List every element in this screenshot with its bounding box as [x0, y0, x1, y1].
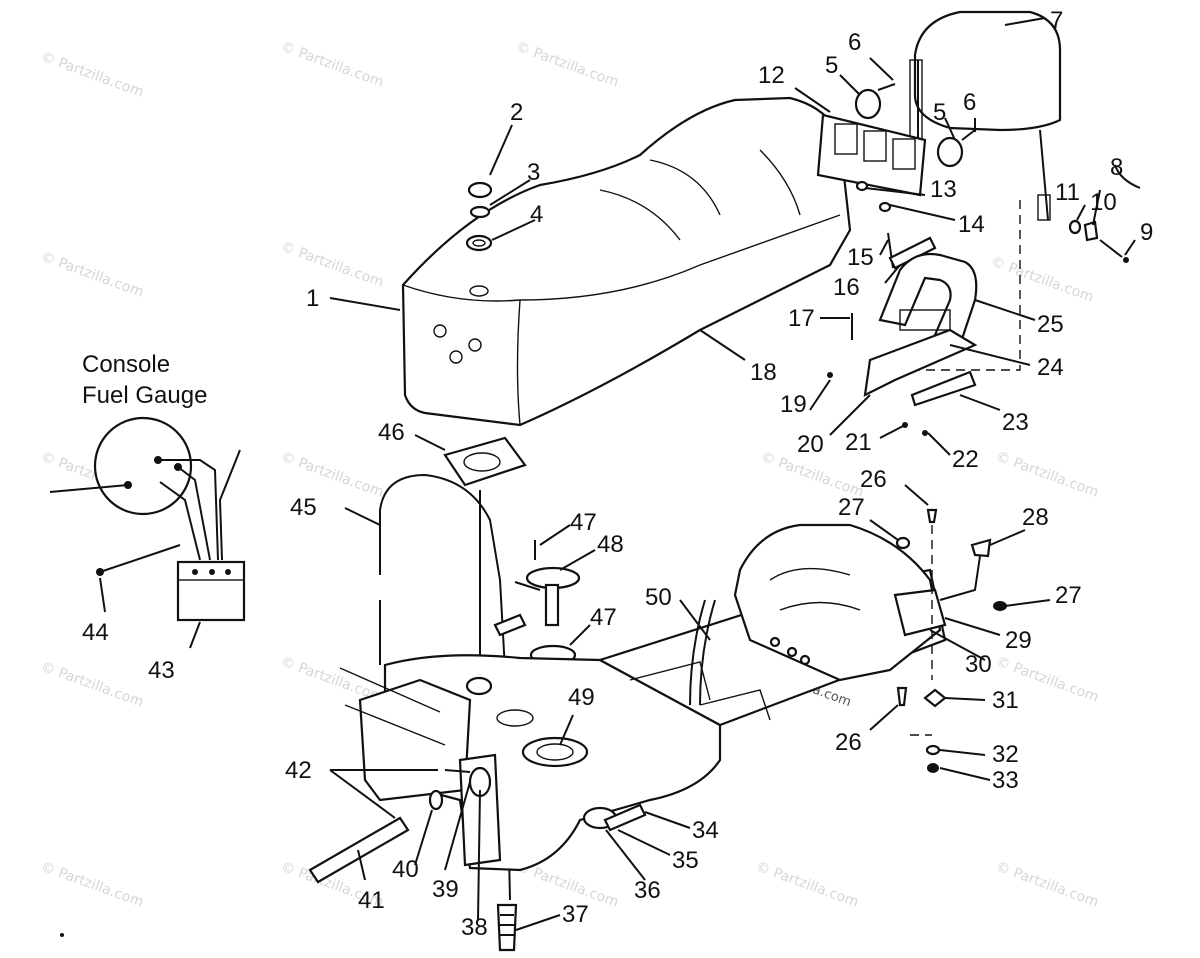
fuel-cap-parts: [465, 181, 493, 252]
callout-47b: 47: [590, 604, 617, 631]
callout-35: 35: [672, 847, 699, 874]
watermark: © Partzilla.com: [39, 659, 146, 711]
callout-14: 14: [958, 211, 985, 238]
tank-gasket: [443, 436, 527, 487]
watermark: © Partzilla.com: [279, 39, 386, 91]
callout-49: 49: [568, 684, 595, 711]
callout-43: 43: [148, 657, 175, 684]
callout-34: 34: [692, 817, 719, 844]
callout-2: 2: [510, 99, 523, 126]
callout-7: 7: [1050, 7, 1063, 34]
callout-10: 10: [1090, 189, 1117, 216]
callout-46: 46: [378, 419, 405, 446]
callout-6a: 6: [848, 29, 861, 56]
fuel-sender: [493, 540, 581, 666]
callout-29: 29: [1005, 627, 1032, 654]
callout-37: 37: [562, 901, 589, 928]
callout-9: 9: [1140, 219, 1153, 246]
callout-30: 30: [965, 651, 992, 678]
callout-16: 16: [833, 274, 860, 301]
grab-handle-bracket: [827, 252, 978, 436]
mounting-plate: [816, 83, 976, 197]
callout-27a: 27: [838, 494, 865, 521]
backrest: [909, 10, 1062, 221]
callout-12: 12: [758, 62, 785, 89]
callout-28: 28: [1022, 504, 1049, 531]
callout-1: 1: [306, 285, 319, 312]
watermark: © Partzilla.com: [39, 859, 146, 911]
caption-line-2: Fuel Gauge: [82, 382, 207, 409]
callout-19: 19: [780, 391, 807, 418]
callout-8: 8: [1110, 154, 1123, 181]
watermark: © Partzilla.com: [994, 859, 1101, 911]
callout-40: 40: [392, 856, 419, 883]
callout-25: 25: [1037, 311, 1064, 338]
callout-4: 4: [530, 201, 543, 228]
callout-31: 31: [992, 687, 1019, 714]
callout-42: 42: [285, 757, 312, 784]
hardware-parts: [851, 180, 1129, 371]
callout-18: 18: [750, 359, 777, 386]
callout-26a: 26: [860, 466, 887, 493]
callout-5a: 5: [825, 52, 838, 79]
callout-38: 38: [461, 914, 488, 941]
callout-36: 36: [634, 877, 661, 904]
seat-assembly: [401, 96, 852, 427]
callout-44: 44: [82, 619, 109, 646]
callout-39: 39: [432, 876, 459, 903]
callout-3: 3: [527, 159, 540, 186]
watermark: © Partzilla.com: [39, 49, 146, 101]
callout-33: 33: [992, 767, 1019, 794]
fastener-parts: [895, 508, 1007, 773]
watermark: © Partzilla.com: [989, 254, 1096, 306]
callout-6b: 6: [963, 89, 976, 116]
callout-26b: 26: [835, 729, 862, 756]
console-fuel-gauge-inset: Console Fuel Gauge: [49, 351, 246, 622]
watermark: © Partzilla.com: [514, 39, 621, 91]
watermark: © Partzilla.com: [279, 239, 386, 291]
callout-20: 20: [797, 431, 824, 458]
callout-15: 15: [847, 244, 874, 271]
watermark: © Partzilla.com: [39, 249, 146, 301]
watermark: © Partzilla.com: [754, 859, 861, 911]
caption-line-1: Console: [82, 351, 170, 378]
callout-48: 48: [597, 531, 624, 558]
leader-lines: [99, 17, 1141, 931]
callout-labels: 1 2 3 4 5 5 6 6 7 8 9 10 11 12 13 14 15 …: [82, 7, 1153, 941]
callout-13: 13: [930, 176, 957, 203]
watermark: © Partzilla.com: [994, 449, 1101, 501]
callout-50: 50: [645, 584, 672, 611]
callout-27b: 27: [1055, 582, 1082, 609]
callout-41: 41: [358, 887, 385, 914]
callout-47a: 47: [570, 509, 597, 536]
callout-32: 32: [992, 741, 1019, 768]
watermark: © Partzilla.com: [279, 449, 386, 501]
callout-45: 45: [290, 494, 317, 521]
callout-17: 17: [788, 305, 815, 332]
callout-22: 22: [952, 446, 979, 473]
callout-5b: 5: [933, 99, 946, 126]
callout-21: 21: [845, 429, 872, 456]
callout-24: 24: [1037, 354, 1064, 381]
callout-11: 11: [1055, 179, 1080, 206]
callout-23: 23: [1002, 409, 1029, 436]
